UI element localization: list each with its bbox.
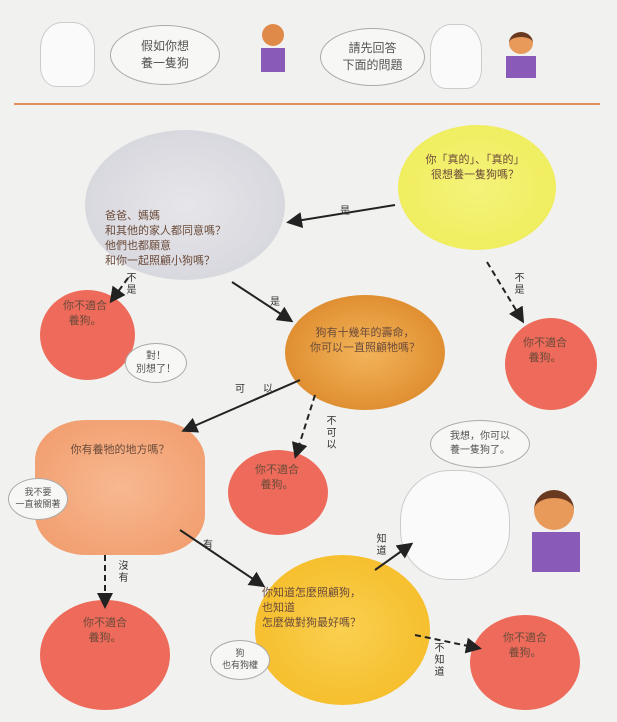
q5-blob — [255, 555, 430, 705]
label-q2-yes: 是 — [270, 297, 280, 308]
q3-text: 狗有十幾年的壽命， 你可以一直照顧牠嗎？ — [310, 326, 420, 354]
arrow-q2-yes — [231, 281, 294, 323]
label-q3-no: 不可以 — [324, 415, 335, 451]
q1-text: 你「真的」、「真的」 很想養一隻狗嗎？ — [425, 153, 525, 181]
dog-illustration — [400, 470, 510, 580]
q1-blob — [398, 125, 556, 250]
result-text: 你不適合 養狗。 — [503, 631, 547, 659]
arrow-q2-no — [109, 277, 129, 304]
arrow-q3-yes — [181, 379, 301, 433]
speech-bubble-right: 請先回答 下面的問題 — [320, 28, 425, 86]
dog-illustration — [40, 22, 95, 87]
result-text: 你不適合 養狗。 — [63, 299, 107, 327]
q2-blob — [85, 130, 285, 280]
q3-blob — [285, 295, 445, 410]
speech-dog-rights: 狗 也有狗權 — [210, 640, 270, 680]
arrow-q1-no — [486, 261, 525, 324]
speech-not-locked: 我不要 一直被關著 — [8, 478, 68, 520]
dog-illustration — [430, 24, 482, 89]
label-q4-no: 沒有 — [116, 560, 127, 584]
q5-text: 你知道怎麼照顧狗， 也知道 怎麼做對狗最好嗎？ — [262, 586, 361, 629]
divider — [14, 103, 600, 105]
label-q3-yes: 可以 — [235, 384, 291, 395]
result-blob — [40, 290, 135, 380]
speech-bubble-left: 假如你想 養一隻狗 — [110, 25, 220, 85]
label-q1-yes: 是 — [340, 206, 350, 217]
arrow-q4-yes — [179, 529, 266, 588]
arrow-q1-yes — [286, 204, 396, 228]
result-text: 你不適合 養狗。 — [83, 616, 127, 644]
speech-forget-it: 對！ 別想了！ — [125, 343, 187, 383]
boy-illustration — [520, 490, 590, 610]
label-q2-no: 不是 — [124, 272, 135, 296]
q4-text: 你有養牠的地方嗎？ — [70, 443, 170, 456]
result-text: 你不適合 養狗。 — [255, 463, 299, 491]
label-q4-yes: 有 — [203, 540, 213, 551]
boy-illustration — [258, 24, 288, 89]
q2-text: 爸爸、媽媽 和其他的家人都同意嗎？ 他們也都願意 和你一起照顧小狗嗎？ — [105, 209, 226, 267]
speech-final: 我想，你可以 養一隻狗了。 — [430, 420, 530, 468]
result-blob — [228, 450, 328, 535]
arrow-q5-no — [414, 634, 482, 654]
label-q5-no: 不知道 — [432, 642, 443, 678]
label-q1-no: 不是 — [512, 272, 523, 296]
label-q5-yes: 知道 — [374, 533, 385, 557]
result-text: 你不適合 養狗。 — [523, 336, 567, 364]
arrow-q5-yes — [374, 542, 414, 571]
result-blob — [40, 600, 170, 710]
result-blob — [470, 615, 580, 710]
arrow-q3-no — [291, 394, 316, 459]
result-blob — [505, 318, 597, 410]
boy-illustration — [503, 32, 539, 90]
